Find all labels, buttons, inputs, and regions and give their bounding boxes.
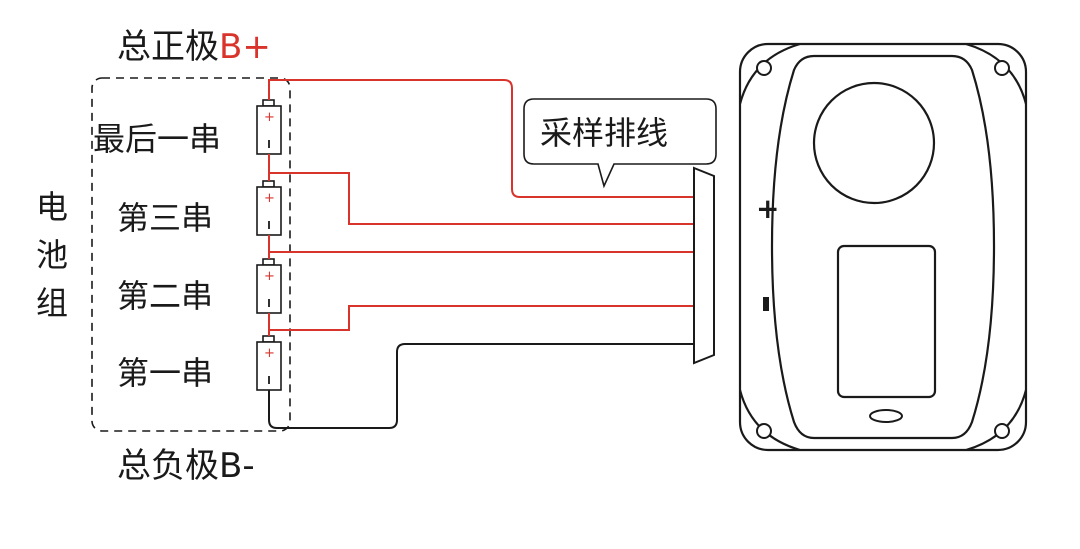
sampling-harness-label: 采样排线 [540,114,668,152]
mounting-holes [756,60,1010,439]
cell-plus-mark: + [264,110,275,125]
sense-wire-cell-1 [269,305,695,331]
total-positive-label: 总正极B+ [117,27,271,67]
terminal-minus-mark [763,297,769,311]
bms-round-window [812,81,936,205]
battery-cell-icon-first: + [256,335,282,391]
cell-plus-mark: + [264,269,275,284]
sense-wire-cell-3 [269,172,695,225]
battery-cell-icon-third: + [256,180,282,236]
battery-cell-icon-second: + [256,258,282,314]
cell-label-second: 第二串 [117,277,213,315]
cell-label-third: 第三串 [117,199,213,237]
sampling-harness-callout [523,98,717,189]
harness-connector [693,166,715,365]
cell-plus-mark: + [264,191,275,206]
ground-wire-b-minus [268,343,695,429]
bms-button-slot [869,409,903,423]
battery-pack-label-char-2: 池 [36,236,68,274]
cell-label-last: 最后一串 [93,120,221,158]
sense-wire-b-plus [268,79,695,198]
total-negative-label: 总负极B- [117,446,255,486]
total-negative-code: B- [219,446,255,486]
total-positive-code: B+ [219,27,271,67]
cell-plus-mark: + [264,346,275,361]
battery-pack-label-char-1: 电 [36,188,68,226]
terminal-plus-label: + [756,192,779,225]
battery-cell-icon-last: + [256,99,282,155]
battery-pack-boundary [91,77,291,432]
cell-label-first: 第一串 [117,354,213,392]
bms-display-window [836,244,937,399]
battery-pack-label-char-3: 组 [36,284,68,322]
